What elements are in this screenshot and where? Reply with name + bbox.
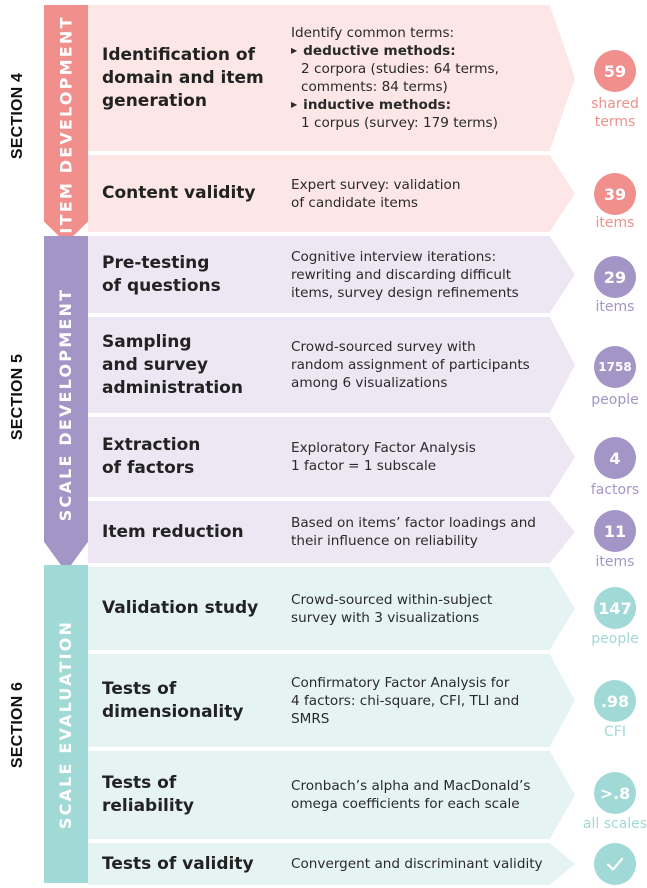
result-unit: factors: [590, 482, 640, 498]
result-badge: 29: [594, 256, 636, 298]
deductive-detail-2: comments: 84 terms): [301, 79, 448, 95]
step-title: Extraction of factors: [102, 435, 201, 478]
result-badge: 4: [594, 437, 636, 479]
phase-scale-development: SCALE DEVELOPMENT: [44, 236, 88, 572]
inductive-detail: 1 corpus (survey: 179 terms): [301, 115, 498, 131]
deductive-detail: 2 corpora (studies: 64 terms,: [301, 61, 499, 77]
result-unit: people: [591, 631, 639, 647]
step-title: Tests of validity: [102, 853, 254, 874]
step-row-factor-extraction: Extraction of factors Exploratory Factor…: [88, 417, 575, 497]
step-title: Tests of dimensionality: [102, 678, 244, 722]
step-row-sampling: Sampling and survey administration Crowd…: [88, 317, 575, 413]
step-title: Tests of reliability: [102, 773, 194, 816]
step-title: Content validity: [102, 183, 256, 203]
step-description: Expert survey: validation of candidate i…: [291, 176, 461, 211]
section-4-label: SECTION 4: [9, 72, 27, 160]
step-title: Pre-testing of questions: [102, 252, 221, 296]
desc-intro: Identify common terms:: [291, 25, 455, 41]
result-unit: all scales: [582, 816, 647, 832]
checkmark-icon: [594, 843, 636, 885]
result-unit: items: [595, 215, 635, 231]
result-badge: 1758: [594, 346, 636, 388]
phase-scale-evaluation: SCALE EVALUATION: [44, 565, 88, 883]
result-unit: items: [595, 299, 635, 315]
result-unit: shared terms: [591, 96, 639, 130]
result-badge: >.8: [594, 772, 636, 814]
result-badge: 147: [594, 587, 636, 629]
step-title: Identification of domain and item genera…: [102, 44, 264, 111]
bullet-triangle-icon: ▶: [291, 46, 298, 55]
result-badge: .98: [594, 680, 636, 722]
step-row-item-reduction: Item reduction Based on items’ factor lo…: [88, 501, 575, 563]
phase-item-development: ITEM DEVELOPMENT: [44, 5, 88, 243]
result-badge: 59: [594, 50, 636, 92]
step-row-validity: Tests of validity Convergent and discrim…: [88, 843, 575, 885]
result-badge: 11: [594, 510, 636, 552]
step-description: Crowd-sourced within-subject survey with…: [291, 591, 493, 626]
section-5-label: SECTION 5: [9, 353, 27, 441]
step-row-validation-study: Validation study Crowd-sourced within-su…: [88, 567, 575, 650]
inductive-label: inductive methods:: [303, 97, 452, 113]
step-title: Validation study: [102, 598, 259, 618]
step-description: Cronbach’s alpha and MacDonald’s omega c…: [291, 778, 531, 812]
step-row-reliability: Tests of reliability Cronbach’s alpha an…: [88, 751, 575, 839]
step-description: Convergent and discriminant validity: [291, 856, 543, 872]
step-title: Sampling and survey administration: [102, 331, 243, 398]
result-unit: CFI: [604, 724, 626, 740]
step-description: Identify common terms: ▶ deductive method…: [291, 5, 551, 151]
step-row-dimensionality: Tests of dimensionality Confirmatory Fac…: [88, 654, 575, 747]
step-description: Confirmatory Factor Analysis for 4 facto…: [291, 674, 520, 727]
step-row-pre-testing: Pre-testing of questions Cognitive inter…: [88, 236, 575, 313]
step-description: Cognitive interview iterations: rewritin…: [291, 248, 519, 301]
step-row-content-validity: Content validity Expert survey: validati…: [88, 155, 575, 232]
result-unit: items: [595, 554, 635, 570]
result-badge: 39: [594, 173, 636, 215]
bullet-triangle-icon: ▶: [291, 100, 298, 109]
section-6-label: SECTION 6: [9, 681, 27, 769]
step-description: Crowd-sourced survey with random assignm…: [291, 339, 530, 391]
step-row-domain-identification: Identification of domain and item genera…: [88, 5, 575, 151]
step-description: Based on items’ factor loadings and thei…: [291, 515, 536, 549]
step-description: Exploratory Factor Analysis 1 factor = 1…: [291, 440, 476, 474]
step-title: Item reduction: [102, 521, 244, 542]
deductive-label: deductive methods:: [303, 43, 456, 59]
result-unit: people: [591, 392, 639, 408]
